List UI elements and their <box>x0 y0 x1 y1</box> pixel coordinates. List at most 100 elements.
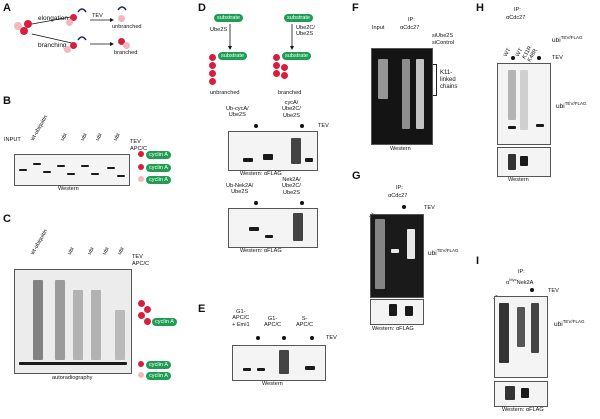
lane-label: ubi <box>94 132 104 142</box>
panel-letter: G <box>352 170 361 182</box>
substrate-tag: substrate <box>284 14 314 22</box>
western-blot-d1 <box>228 131 318 171</box>
blot-footer: Western <box>58 186 79 192</box>
ubi-label: ubiTEV/FLAG <box>428 248 459 258</box>
lane-label: wt-ubiquitin <box>29 114 50 142</box>
blot-footer: Western <box>262 381 283 387</box>
ube2s-label: Ube2S <box>210 27 228 33</box>
ubiquitin-pink-icon <box>118 15 125 22</box>
panel-letter: D <box>198 2 206 14</box>
blot1-left-label: Ub-cycA/ Ube2S <box>226 106 249 119</box>
ubiquitin-red-icon <box>138 300 145 307</box>
condition-label: G1- APC/C <box>264 316 282 329</box>
label-unbranched: unbranched <box>112 24 142 30</box>
lane-label: ubi <box>116 246 126 256</box>
k11-linked-chains: K11- linked chains <box>440 70 458 91</box>
condition-label: S- APC/C <box>296 316 314 329</box>
ubiquitin-red-icon <box>20 27 28 35</box>
ubiquitin-red-icon <box>70 14 77 21</box>
western-blot-g-top <box>370 214 424 298</box>
substrate-tag: substrate <box>218 52 248 60</box>
label-branched: branched <box>278 90 302 96</box>
cyclin-a-tag: cyclin A <box>146 164 171 172</box>
blot2-left-label: Ub-Nek2A/ Ube2S <box>226 183 254 196</box>
lane-label: ubi <box>101 246 111 256</box>
blot-footer: Western: αFLAG <box>502 407 544 413</box>
cyclin-a-tag: cyclin A <box>152 318 177 326</box>
tev-label: TEV <box>424 205 435 211</box>
label-branching: branching <box>38 42 67 49</box>
western-blot-g-bottom <box>370 299 424 325</box>
panel-letter: C <box>3 213 11 225</box>
lane-label: ubi <box>79 132 89 142</box>
ubiquitin-red-icon <box>138 312 145 319</box>
blot-footer: autoradiography <box>52 375 93 381</box>
tev-label: TEV <box>130 139 141 145</box>
panel-letter: F <box>352 2 359 14</box>
ip-label: IP: <box>396 185 403 191</box>
input-label: INPUT <box>4 137 21 143</box>
substrate-tag: substrate <box>214 14 244 22</box>
ubiquitin-pink-icon <box>14 22 22 30</box>
ip-label: IP: <box>514 7 521 13</box>
si-control: siControl <box>432 40 455 46</box>
panel-d-arrows <box>228 24 294 50</box>
ip-label: IP: <box>518 269 525 275</box>
tev-label: TEV <box>548 288 559 294</box>
ip-target: αCdc27 <box>400 25 420 31</box>
lane-label: ubi <box>66 246 76 256</box>
ubiquitin-red-icon <box>24 20 32 28</box>
input-label: Input <box>372 25 385 31</box>
label-branched: branched <box>114 50 138 56</box>
lane-label: wt-ubiquitin <box>29 228 50 256</box>
ubiquitin-pink-icon <box>138 176 144 182</box>
panel-letter: B <box>3 95 11 107</box>
blot-footer: Western: αFLAG <box>240 171 282 177</box>
ip-target: αCdc27 <box>388 193 408 199</box>
ip-target: αCdc27 <box>506 15 526 21</box>
ip-label: IP: <box>408 17 415 23</box>
label-unbranched: unbranched <box>210 90 240 96</box>
ip-target: αMycNek2A <box>506 277 534 286</box>
ubi-label: ubiTEV/FLAG <box>554 319 585 329</box>
blot-footer: Western <box>390 146 411 152</box>
lane-label: ubi <box>112 132 122 142</box>
western-blot-h-bottom <box>497 147 551 177</box>
western-blot-d2 <box>228 208 318 248</box>
western-blot-f <box>371 48 433 145</box>
ubiquitin-pink-icon <box>64 46 71 53</box>
ubiquitin-red-icon <box>70 42 77 49</box>
blot2-right-label: Nek2A/ Ube2C/ Ube2S <box>282 177 301 196</box>
condition-label: G1- APC/C + Emi1 <box>232 309 250 328</box>
western-blot-i-top <box>494 296 548 378</box>
lane-label: ubi <box>59 132 69 142</box>
panel-letter: H <box>476 2 484 14</box>
lane-label: K11R K48R <box>521 45 539 63</box>
ubiquitin-red-icon <box>118 38 125 45</box>
western-blot-e <box>232 345 326 381</box>
cyclin-a-tag: cyclin A <box>146 361 171 369</box>
cyclin-a-tag: cyclin A <box>146 151 171 159</box>
ubiquitin-red-icon <box>138 164 144 170</box>
panel-a-arrows <box>31 6 127 46</box>
ubi-label: ubiTEV/FLAG <box>552 35 583 45</box>
western-blot-b <box>14 154 130 186</box>
blot-footer: Western: αFLAG <box>372 326 414 332</box>
panel-letter: A <box>3 2 11 14</box>
panel-letter: I <box>476 255 480 267</box>
ubiquitin-pink-icon <box>138 372 144 378</box>
apcc-label: APC/C <box>130 146 148 152</box>
ubiquitin-pink-icon <box>66 19 73 26</box>
western-blot-i-bottom <box>494 381 548 407</box>
western-blot-h-top <box>497 63 551 145</box>
ubiquitin-red-icon <box>138 151 144 157</box>
ubiquitin-pink-icon <box>123 42 130 49</box>
tev-label: TEV <box>552 55 563 61</box>
blot-footer: Western <box>508 177 529 183</box>
cyclin-a-tag: cyclin A <box>146 176 171 184</box>
lane-label: ubi <box>86 246 96 256</box>
tev-label: TEV <box>326 335 337 341</box>
apcc-label: APC/C <box>132 261 150 267</box>
substrate-tag: substrate <box>282 52 312 60</box>
ubi-label: ubiTEV/FLAG <box>556 101 587 111</box>
